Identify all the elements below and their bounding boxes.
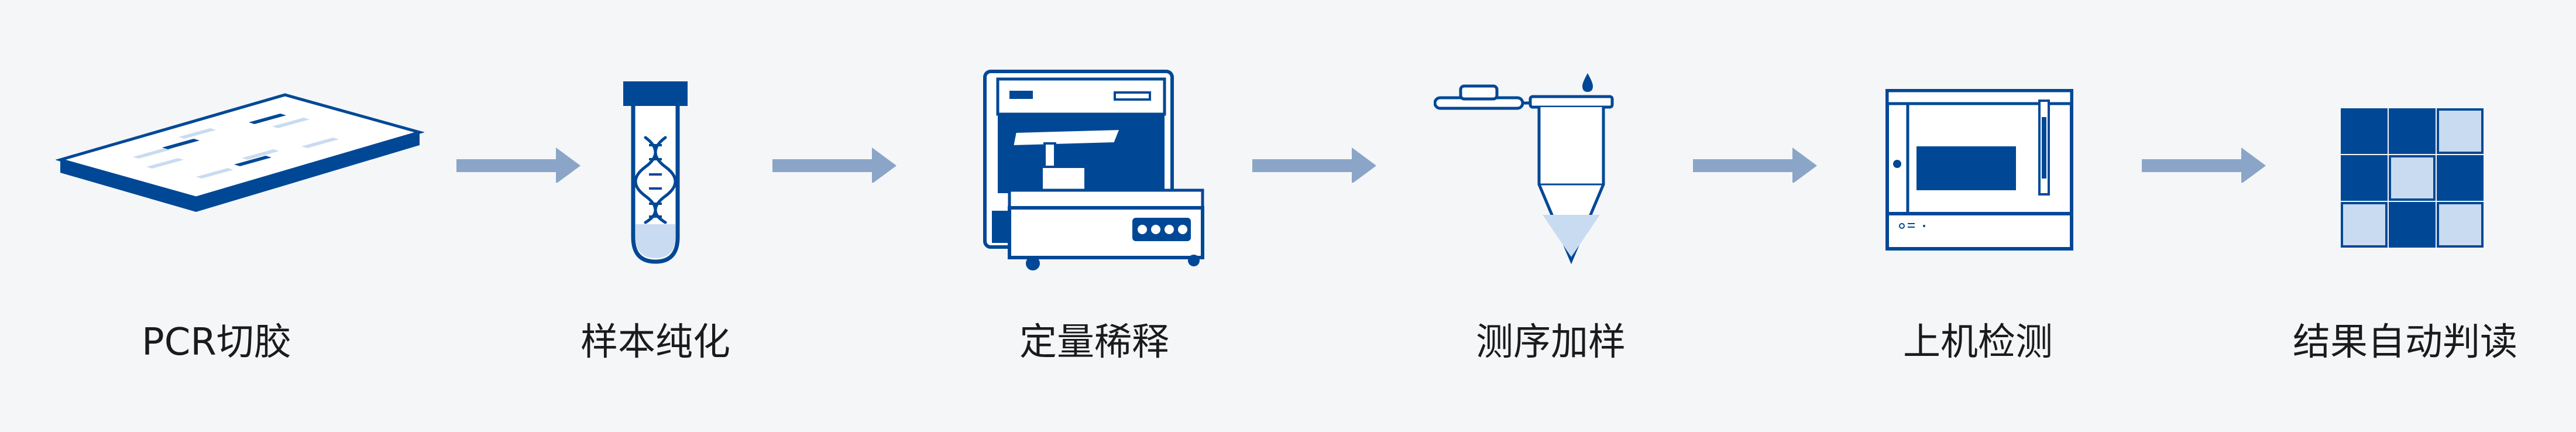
step-label-machine-detection: 上机检测 <box>1903 321 2053 364</box>
gel-plate-icon <box>56 93 424 212</box>
arrow-icon <box>772 148 897 183</box>
arrow-icon <box>2142 148 2266 183</box>
sequencer-icon <box>1885 89 2073 251</box>
result-grid-icon <box>2341 108 2484 248</box>
liquid-handler-icon <box>983 70 1204 270</box>
arrow-icon <box>456 148 581 183</box>
pipette-tube-icon <box>1434 73 1614 265</box>
step-label-pcr-gel-cutting: PCR切胶 <box>142 321 291 364</box>
step-label-sample-purification: 样本纯化 <box>581 321 730 364</box>
arrow-icon <box>1693 148 1817 183</box>
step-label-sequencing-loading: 测序加样 <box>1476 321 1626 364</box>
arrow-icon <box>1252 148 1376 183</box>
step-label-automatic-result-interpretation: 结果自动判读 <box>2293 321 2517 364</box>
dna-test-tube-icon <box>623 81 688 264</box>
step-label-quantitative-dilution: 定量稀释 <box>1019 321 1169 364</box>
